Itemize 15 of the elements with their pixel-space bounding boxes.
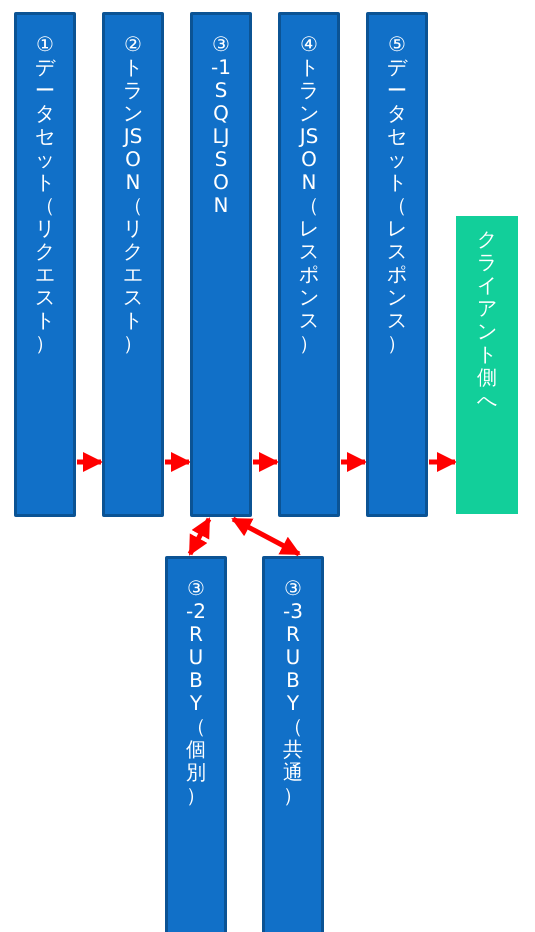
process-box: ③-3 RUBY（共通） [262,556,324,932]
process-box: ③-1 SQLJSON [190,12,252,517]
process-box: ⑤データセット（レスポンス） [366,12,428,517]
destination-box: クライアント側へ [456,216,518,514]
arrow [341,452,367,472]
process-box: ①データセット（リクエスト） [14,12,76,517]
process-box: ③-2 RUBY（個別） [165,556,227,932]
arrow [231,516,301,556]
arrow [188,517,212,556]
process-box: ②トランJSON（リクエスト） [102,12,164,517]
arrow [253,452,279,472]
arrow [165,452,191,472]
arrow [429,452,457,472]
arrow [77,452,103,472]
process-box: ④トランJSON（レスポンス） [278,12,340,517]
